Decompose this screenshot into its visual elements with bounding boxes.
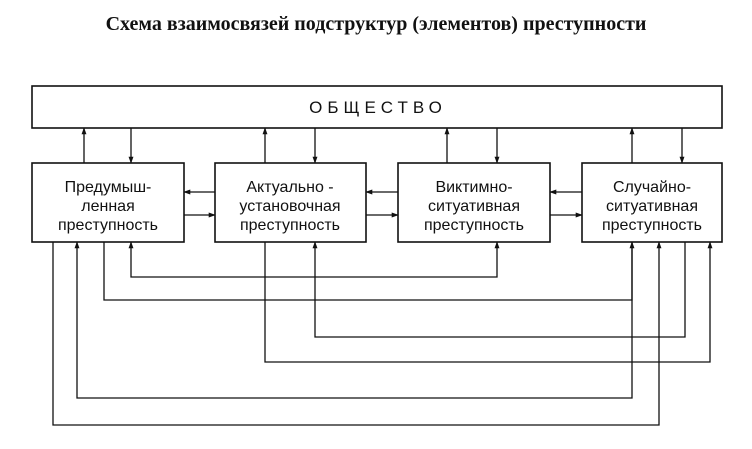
society-label: ОБЩЕСТВО — [309, 98, 447, 117]
box-premeditated: Предумыш- ленная преступность — [31, 162, 185, 243]
box-victim-situational-line-2: ситуативная — [428, 198, 520, 215]
box-victim-situational-line-1: Виктимно- — [435, 179, 512, 196]
loop-attitudinal-accidental-b — [264, 241, 713, 363]
box-premeditated-line-1: Предумыш- — [65, 179, 152, 196]
box-attitudinal: Актуально - установочная преступность — [214, 162, 367, 243]
loop-accidental-premeditated-a — [74, 241, 633, 399]
box-accidental-situational-line-1: Случайно- — [613, 179, 691, 196]
box-accidental-situational-line-2: ситуативная — [606, 198, 698, 215]
box-attitudinal-line-3: преступность — [240, 217, 340, 234]
box-premeditated-line-2: ленная — [81, 198, 134, 215]
loop-premeditated-victim — [128, 241, 500, 278]
loop-links — [52, 241, 713, 426]
box-attitudinal-line-2: установочная — [239, 198, 340, 215]
loop-accidental-premeditated-b — [52, 241, 662, 426]
box-premeditated-line-3: преступность — [58, 217, 158, 234]
box-victim-situational: Виктимно- ситуативная преступность — [397, 162, 551, 243]
adjacent-links — [183, 189, 583, 218]
box-accidental-situational: Случайно- ситуативная преступность — [581, 162, 723, 243]
box-accidental-situational-line-3: преступность — [602, 217, 702, 234]
loop-attitudinal-accidental-a — [312, 241, 686, 338]
loop-premeditated-accidental — [103, 241, 635, 301]
box-attitudinal-line-1: Актуально - — [246, 179, 333, 196]
box-victim-situational-line-3: преступность — [424, 217, 524, 234]
society-box — [31, 85, 723, 129]
diagram-title: Схема взаимосвязей подструктур (элементо… — [106, 13, 647, 35]
society-links — [81, 127, 685, 164]
